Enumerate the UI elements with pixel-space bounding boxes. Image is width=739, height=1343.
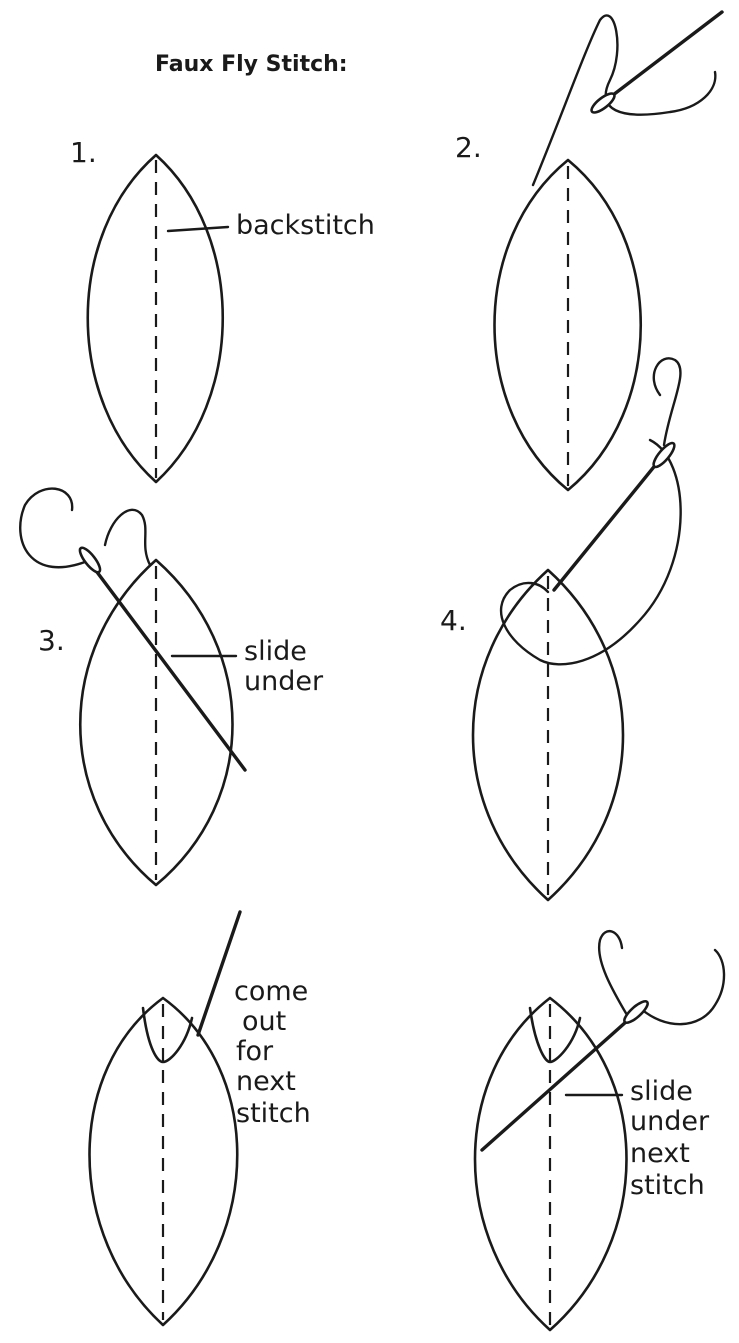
step-3-needle-eye <box>78 546 102 574</box>
step-3-needle <box>80 550 247 772</box>
step-5-panel: come out for next stitch <box>88 910 311 1327</box>
step-6-label-slide: slide <box>630 1076 693 1107</box>
step-2-panel: 2. <box>455 10 724 492</box>
step-2-thread <box>531 14 717 187</box>
step-4-panel: 4. <box>440 357 682 902</box>
step-5-leaf-outline <box>88 996 239 1327</box>
step-5-label-come: come <box>234 976 308 1007</box>
step-1-label-backstitch: backstitch <box>236 210 375 241</box>
step-5-fly-stitch-v <box>141 1006 194 1064</box>
step-3-thread-loop <box>19 487 92 569</box>
step-3-panel: 3. slide under <box>19 487 324 887</box>
step-5-thread-out <box>196 910 242 1037</box>
step-4-number: 4. <box>440 604 467 637</box>
step-6-thread <box>597 930 726 1026</box>
step-6-panel: slide under next stitch <box>473 930 726 1332</box>
step-3-leaf-outline <box>79 558 234 887</box>
step-3-label-slide: slide <box>244 636 307 667</box>
step-2-needle <box>594 10 724 110</box>
step-4-needle <box>552 445 672 592</box>
step-4-thread-loop <box>499 438 682 666</box>
step-6-needle <box>480 1003 647 1152</box>
step-5-label-stitch: stitch <box>236 1098 311 1129</box>
step-1-number: 1. <box>70 136 97 169</box>
step-4-thread-tail <box>652 357 682 447</box>
step-3-number: 3. <box>38 624 65 657</box>
step-1-panel: 1. backstitch <box>70 136 375 484</box>
step-4-needle-eye <box>652 441 676 469</box>
step-6-fly-stitch-v <box>528 1006 582 1064</box>
step-4-leaf-outline <box>471 568 625 902</box>
step-6-label-stitch: stitch <box>630 1170 705 1201</box>
step-2-number: 2. <box>455 131 482 164</box>
step-3-thread-tail <box>103 508 152 567</box>
step-3-label-under: under <box>244 666 324 697</box>
step-6-label-under: under <box>630 1106 710 1137</box>
step-1-leaf-outline <box>86 153 224 484</box>
step-5-label-next: next <box>236 1066 296 1097</box>
step-6-leaf-outline <box>473 996 628 1332</box>
step-5-label-out: out <box>242 1006 286 1037</box>
step-2-needle-eye <box>590 92 616 114</box>
step-2-leaf-outline <box>493 158 642 492</box>
diagram-title: Faux Fly Stitch: <box>155 52 348 77</box>
step-1-label-leader <box>166 225 230 233</box>
step-6-label-next: next <box>630 1138 690 1169</box>
step-6-needle-eye <box>623 999 649 1025</box>
step-5-label-for: for <box>236 1036 274 1067</box>
